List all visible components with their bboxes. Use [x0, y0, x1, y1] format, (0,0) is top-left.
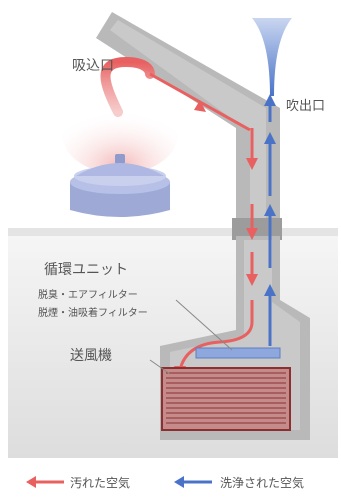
- clean-air-arrowheads: [264, 94, 276, 296]
- fan-label: 送風機: [70, 348, 112, 364]
- circulation-unit-label: 循環ユニット: [44, 262, 128, 278]
- filter-label-1: 脱臭・エアフィルター: [38, 288, 138, 301]
- exhaust-label: 吹出口: [286, 99, 325, 114]
- leader-lines: [149, 299, 233, 375]
- exhaust-plume: [252, 18, 292, 96]
- legend-clean-air: 洗浄された空気: [174, 475, 304, 490]
- hood-duct: [96, 12, 280, 236]
- fan-unit-icon: [161, 367, 291, 431]
- filter-icon: [195, 347, 281, 359]
- intake-label: 吸込口: [72, 58, 114, 74]
- cooking-pot-icon: [62, 56, 178, 217]
- legend-dirty-air-label: 汚れた空気: [70, 475, 130, 490]
- legend-dirty-air: 汚れた空気: [26, 475, 130, 490]
- legend-clean-air-label: 洗浄された空気: [220, 475, 304, 490]
- filter-label-2: 脱煙・油吸着フィルター: [38, 306, 148, 319]
- legend: 汚れた空気 洗浄された空気: [26, 475, 304, 490]
